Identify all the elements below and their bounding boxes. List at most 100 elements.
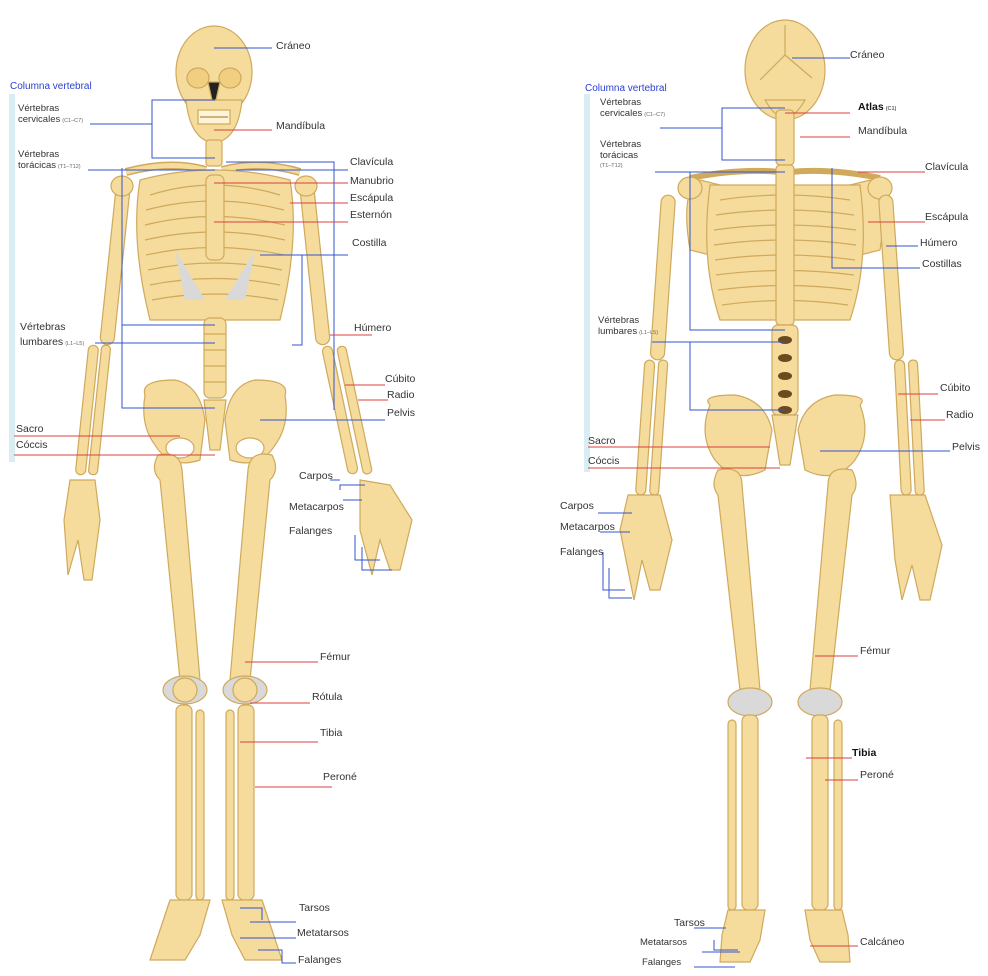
posterior-cervical-range: (C1–C7) bbox=[644, 112, 665, 118]
posterior-perone-label: Peroné bbox=[860, 770, 894, 781]
posterior-cervical-text: Vértebras bbox=[600, 97, 641, 108]
posterior-right-tibia bbox=[812, 715, 828, 910]
posterior-clavicula-label: Clavícula bbox=[925, 162, 968, 173]
posterior-coccis-label: Cóccis bbox=[588, 456, 620, 467]
anterior-right-orbit bbox=[219, 68, 241, 88]
anterior-left-foot bbox=[150, 900, 210, 960]
anterior-femur-label: Fémur bbox=[320, 652, 350, 663]
anterior-thoracic-range: (T1–T12) bbox=[58, 164, 81, 170]
posterior-radio-label: Radio bbox=[946, 410, 973, 421]
posterior-skeleton bbox=[620, 20, 942, 962]
posterior-humero-label: Húmero bbox=[920, 238, 957, 249]
posterior-sacrum bbox=[772, 415, 798, 465]
posterior-thoracic-text: Vértebras bbox=[600, 139, 641, 150]
anterior-falanges-label: Falanges bbox=[289, 526, 332, 537]
posterior-calcaneo-label: Calcáneo bbox=[860, 937, 904, 948]
anterior-right-patella bbox=[233, 678, 257, 702]
anterior-falanges-pie-label: Falanges bbox=[298, 955, 341, 966]
anterior-carpos-label: Carpos bbox=[299, 471, 333, 482]
posterior-lumbar-text-2: lumbares bbox=[598, 326, 637, 337]
posterior-thoracic-range: (T1–T12) bbox=[600, 163, 641, 169]
posterior-atlas-text: Atlas bbox=[858, 101, 884, 113]
posterior-craneo-label: Cráneo bbox=[850, 50, 884, 61]
anterior-radio-label: Radio bbox=[387, 390, 414, 401]
posterior-lumbar-label: Vértebras lumbares(L1–L5) bbox=[598, 316, 658, 338]
anterior-craneo-label: Cráneo bbox=[276, 41, 310, 52]
anterior-lumbar-text: Vértebras bbox=[20, 321, 66, 333]
anterior-esternon-label: Esternón bbox=[350, 210, 392, 221]
anterior-left-patella bbox=[173, 678, 197, 702]
anterior-cubito-label: Cúbito bbox=[385, 374, 415, 385]
posterior-right-humerus bbox=[878, 195, 903, 361]
anterior-column-title: Columna vertebral bbox=[10, 82, 92, 92]
posterior-left-hand bbox=[620, 495, 672, 600]
posterior-pelvis-left bbox=[705, 395, 772, 476]
posterior-cervical-label: Vértebras cervicales(C1–C7) bbox=[600, 98, 665, 120]
anterior-thoracic-label: Vértebras torácicas(T1–T12) bbox=[18, 150, 81, 172]
posterior-right-hand bbox=[890, 495, 942, 600]
posterior-falanges-pie-label: Falanges bbox=[642, 958, 681, 968]
posterior-pelvis-right bbox=[798, 395, 865, 476]
anterior-left-orbit bbox=[187, 68, 209, 88]
posterior-metatarsos-label: Metatarsos bbox=[640, 938, 687, 948]
anterior-costilla-label: Costilla bbox=[352, 238, 386, 249]
anterior-sacro-label: Sacro bbox=[16, 424, 43, 435]
posterior-right-femur bbox=[810, 469, 856, 690]
anterior-coccis-label: Cóccis bbox=[16, 440, 48, 451]
posterior-cubito-label: Cúbito bbox=[940, 383, 970, 394]
posterior-thoracic-text-2: torácicas bbox=[600, 150, 638, 161]
anterior-cervical-text: Vértebras bbox=[18, 103, 59, 114]
posterior-left-femur bbox=[714, 469, 760, 690]
anterior-lumbar-label: Vértebras lumbares(L1–L5) bbox=[20, 320, 84, 349]
anterior-cervical-range: (C1–C7) bbox=[62, 118, 83, 124]
posterior-metacarpos-label: Metacarpos bbox=[560, 522, 615, 533]
anterior-metatarsos-label: Metatarsos bbox=[297, 928, 349, 939]
anterior-perone-label: Peroné bbox=[323, 772, 357, 783]
anterior-escapula-label: Escápula bbox=[350, 193, 393, 204]
anterior-left-tibia bbox=[176, 705, 192, 900]
anterior-manubrio-label: Manubrio bbox=[350, 176, 394, 187]
posterior-left-tibia bbox=[742, 715, 758, 910]
posterior-cervical-text-2: cervicales bbox=[600, 108, 642, 119]
anterior-sternum bbox=[206, 175, 224, 260]
posterior-carpos-label: Carpos bbox=[560, 501, 594, 512]
anterior-right-humerus bbox=[300, 185, 331, 346]
posterior-falanges-label: Falanges bbox=[560, 547, 603, 558]
anterior-right-femur bbox=[230, 454, 276, 680]
posterior-tarsos-label: Tarsos bbox=[674, 918, 705, 929]
anterior-cervical-spine bbox=[206, 140, 222, 166]
anterior-thoracic-text-2: torácicas bbox=[18, 160, 56, 171]
anterior-left-femur bbox=[154, 454, 200, 680]
anterior-tibia-label: Tibia bbox=[320, 728, 342, 739]
anterior-metacarpos-label: Metacarpos bbox=[289, 502, 344, 513]
posterior-thoracic-spine bbox=[776, 165, 794, 325]
anterior-lumbar-spine bbox=[204, 318, 226, 398]
anterior-rotula-label: Rótula bbox=[312, 692, 342, 703]
anterior-right-hand bbox=[360, 480, 412, 575]
posterior-femur-label: Fémur bbox=[860, 646, 890, 657]
anterior-clavicula-label: Clavícula bbox=[350, 157, 393, 168]
posterior-atlas-range: (C1) bbox=[886, 106, 897, 112]
posterior-pelvis-label: Pelvis bbox=[952, 442, 980, 453]
anterior-cervical-label: Vértebras cervicales(C1–C7) bbox=[18, 104, 83, 126]
posterior-right-foot bbox=[805, 910, 850, 962]
anterior-right-foot bbox=[222, 900, 282, 960]
posterior-sacro-label: Sacro bbox=[588, 436, 615, 447]
anterior-lumbar-text-2: lumbares bbox=[20, 336, 63, 348]
posterior-escapula-label: Escápula bbox=[925, 212, 968, 223]
anterior-pelvis-label: Pelvis bbox=[387, 408, 415, 419]
posterior-column-title: Columna vertebral bbox=[585, 84, 667, 94]
posterior-lumbar-range: (L1–L5) bbox=[639, 330, 658, 336]
posterior-costillas-label: Costillas bbox=[922, 259, 962, 270]
anterior-cervical-text-2: cervicales bbox=[18, 114, 60, 125]
anterior-lumbar-range: (L1–L5) bbox=[65, 341, 84, 347]
anterior-thoracic-text: Vértebras bbox=[18, 149, 59, 160]
anterior-right-tibia bbox=[238, 705, 254, 900]
posterior-atlas-label: Atlas(C1) bbox=[858, 102, 896, 113]
anterior-left-hand bbox=[64, 480, 100, 580]
posterior-mandibula-label: Mandíbula bbox=[858, 126, 907, 137]
posterior-tibia-label: Tibia bbox=[852, 748, 876, 759]
anterior-left-humerus bbox=[100, 185, 131, 346]
